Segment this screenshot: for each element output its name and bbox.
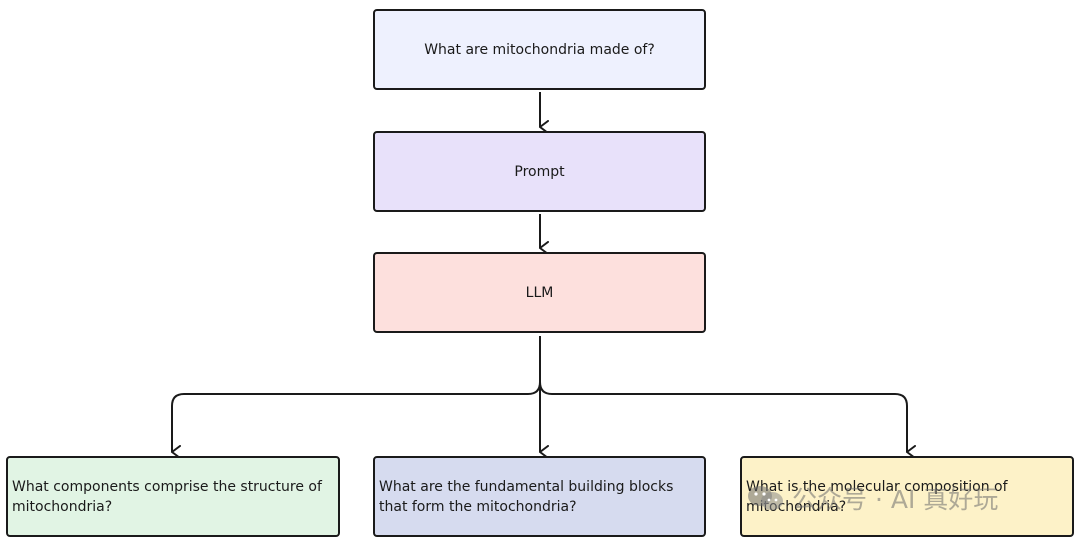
output-text-1: What components comprise the structure o… bbox=[12, 478, 322, 515]
output-text-3: What is the molecular composition of mit… bbox=[746, 478, 1008, 515]
output-text-2: What are the fundamental building blocks… bbox=[379, 478, 674, 515]
llm-text: LLM bbox=[525, 284, 554, 301]
prompt-node: Prompt bbox=[373, 131, 706, 212]
question-node: What are mitochondria made of? bbox=[373, 9, 706, 90]
question-text: What are mitochondria made of? bbox=[424, 41, 655, 58]
arrow-llm-to-output-3 bbox=[539, 336, 916, 459]
output-node-3: What is the molecular composition of mit… bbox=[740, 456, 1074, 537]
output-node-1: What components comprise the structure o… bbox=[6, 456, 340, 537]
output-node-2: What are the fundamental building blocks… bbox=[373, 456, 706, 537]
prompt-text: Prompt bbox=[514, 163, 565, 180]
llm-node: LLM bbox=[373, 252, 706, 333]
arrow-llm-to-output-1 bbox=[171, 336, 541, 459]
